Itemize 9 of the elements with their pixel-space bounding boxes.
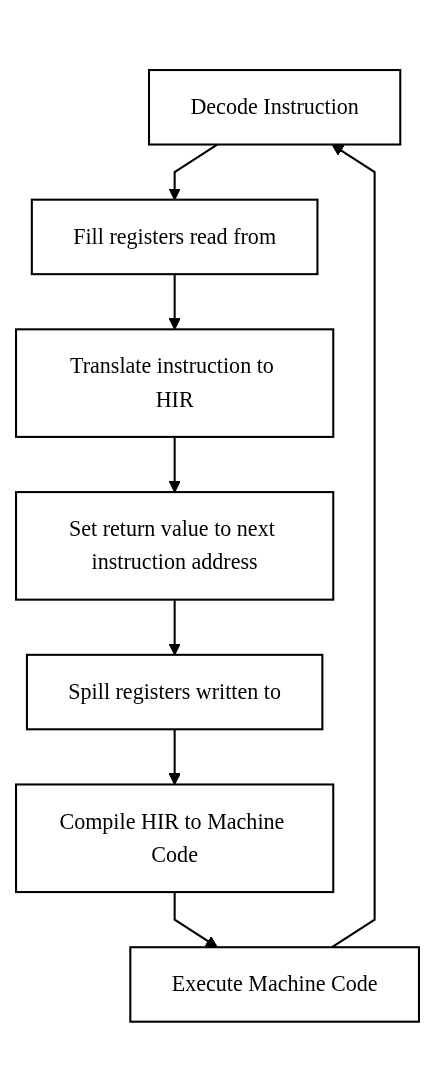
node-box: Set return value to next instruction address bbox=[15, 490, 335, 601]
node-box: Execute Machine Code bbox=[129, 945, 420, 1023]
arrow bbox=[168, 599, 181, 655]
node-box: Spill registers written to bbox=[25, 653, 324, 730]
node-box: Decode Instruction bbox=[147, 68, 402, 146]
node-box: Translate instruction to HIR bbox=[15, 327, 335, 438]
node-box: Compile HIR to Machine Code bbox=[15, 783, 335, 893]
node-box: Fill registers read from bbox=[30, 198, 319, 275]
arrow bbox=[168, 728, 181, 785]
